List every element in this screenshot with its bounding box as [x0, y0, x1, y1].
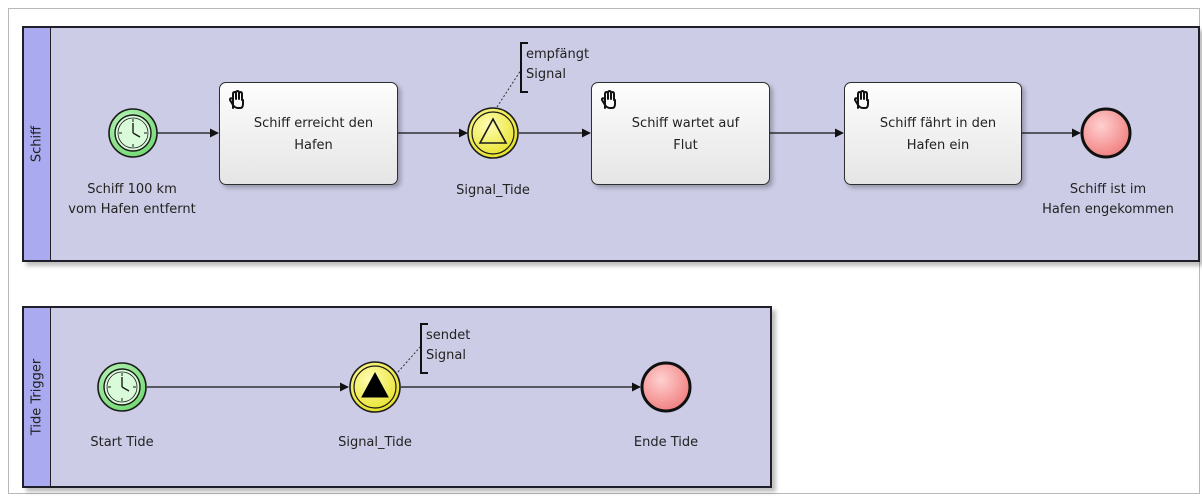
signal-triangle-filled-icon [361, 371, 389, 398]
start-event-schiff-label-line2: vom Hafen entfernt [68, 202, 196, 217]
end-event-tide[interactable] [640, 361, 692, 413]
end-event-schiff-label: Schiff ist im Hafen engekommen [1036, 180, 1180, 220]
task2-label-line2: Flut [673, 138, 698, 153]
annotation-sendet-line2: Signal [426, 348, 466, 363]
timer-icon [103, 368, 141, 406]
task3-label-line1: Schiff fährt in den [879, 116, 997, 131]
hand-icon [854, 90, 869, 109]
task3-label-line2: Hafen ein [906, 138, 970, 153]
task3-label: Schiff fährt in den Hafen ein [863, 113, 1013, 157]
annotation-bracket-empfaengt [520, 42, 528, 93]
timer-icon [114, 114, 152, 152]
signal-triangle-outline-icon [478, 117, 508, 144]
start-event-schiff-label: Schiff 100 km vom Hafen entfernt [52, 180, 212, 220]
signal-throw-event-label: Signal_Tide [338, 435, 412, 450]
pool-schiff-header[interactable]: Schiff [24, 28, 51, 260]
end-event-schiff-label-line1: Schiff ist im [1069, 182, 1147, 197]
end-event-tide-label: Ende Tide [633, 435, 699, 450]
start-event-schiff[interactable] [108, 108, 158, 158]
annotation-empfaengt-line2: Signal [526, 67, 566, 82]
task-schiff-wartet-auf-flut[interactable]: Schiff wartet auf Flut [591, 82, 770, 185]
task-schiff-faehrt-in-hafen[interactable]: Schiff fährt in den Hafen ein [844, 82, 1022, 185]
association-empfaengt [496, 69, 522, 108]
annotation-empfaengt-line1: empfängt [526, 47, 590, 62]
task-schiff-erreicht-hafen[interactable]: Schiff erreicht den Hafen [219, 82, 398, 185]
end-event-schiff-label-line2: Hafen engekommen [1042, 202, 1174, 217]
task1-label-line1: Schiff erreicht den [253, 116, 374, 131]
task2-label: Schiff wartet auf Flut [610, 113, 761, 157]
annotation-empfaengt: empfängt Signal [526, 45, 589, 85]
task1-label-line2: Hafen [294, 138, 333, 153]
hand-icon [229, 90, 244, 109]
hand-icon [601, 90, 616, 109]
start-event-tide-label: Start Tide [90, 435, 154, 450]
pool-tide-header[interactable]: Tide Trigger [24, 308, 51, 486]
annotation-bracket-sendet [420, 323, 428, 374]
start-event-schiff-label-line1: Schiff 100 km [87, 182, 177, 197]
start-event-tide[interactable] [97, 362, 147, 412]
association-sendet [397, 345, 422, 373]
end-event-schiff[interactable] [1080, 107, 1132, 159]
signal-catch-event-label: Signal_Tide [456, 183, 530, 198]
annotation-sendet: sendet Signal [426, 326, 470, 366]
task1-label: Schiff erreicht den Hafen [238, 113, 389, 157]
signal-throw-event-tide[interactable] [349, 361, 401, 413]
signal-catch-event-schiff[interactable] [467, 107, 519, 159]
annotation-sendet-line1: sendet [426, 328, 471, 343]
task2-label-line1: Schiff wartet auf [631, 116, 740, 131]
